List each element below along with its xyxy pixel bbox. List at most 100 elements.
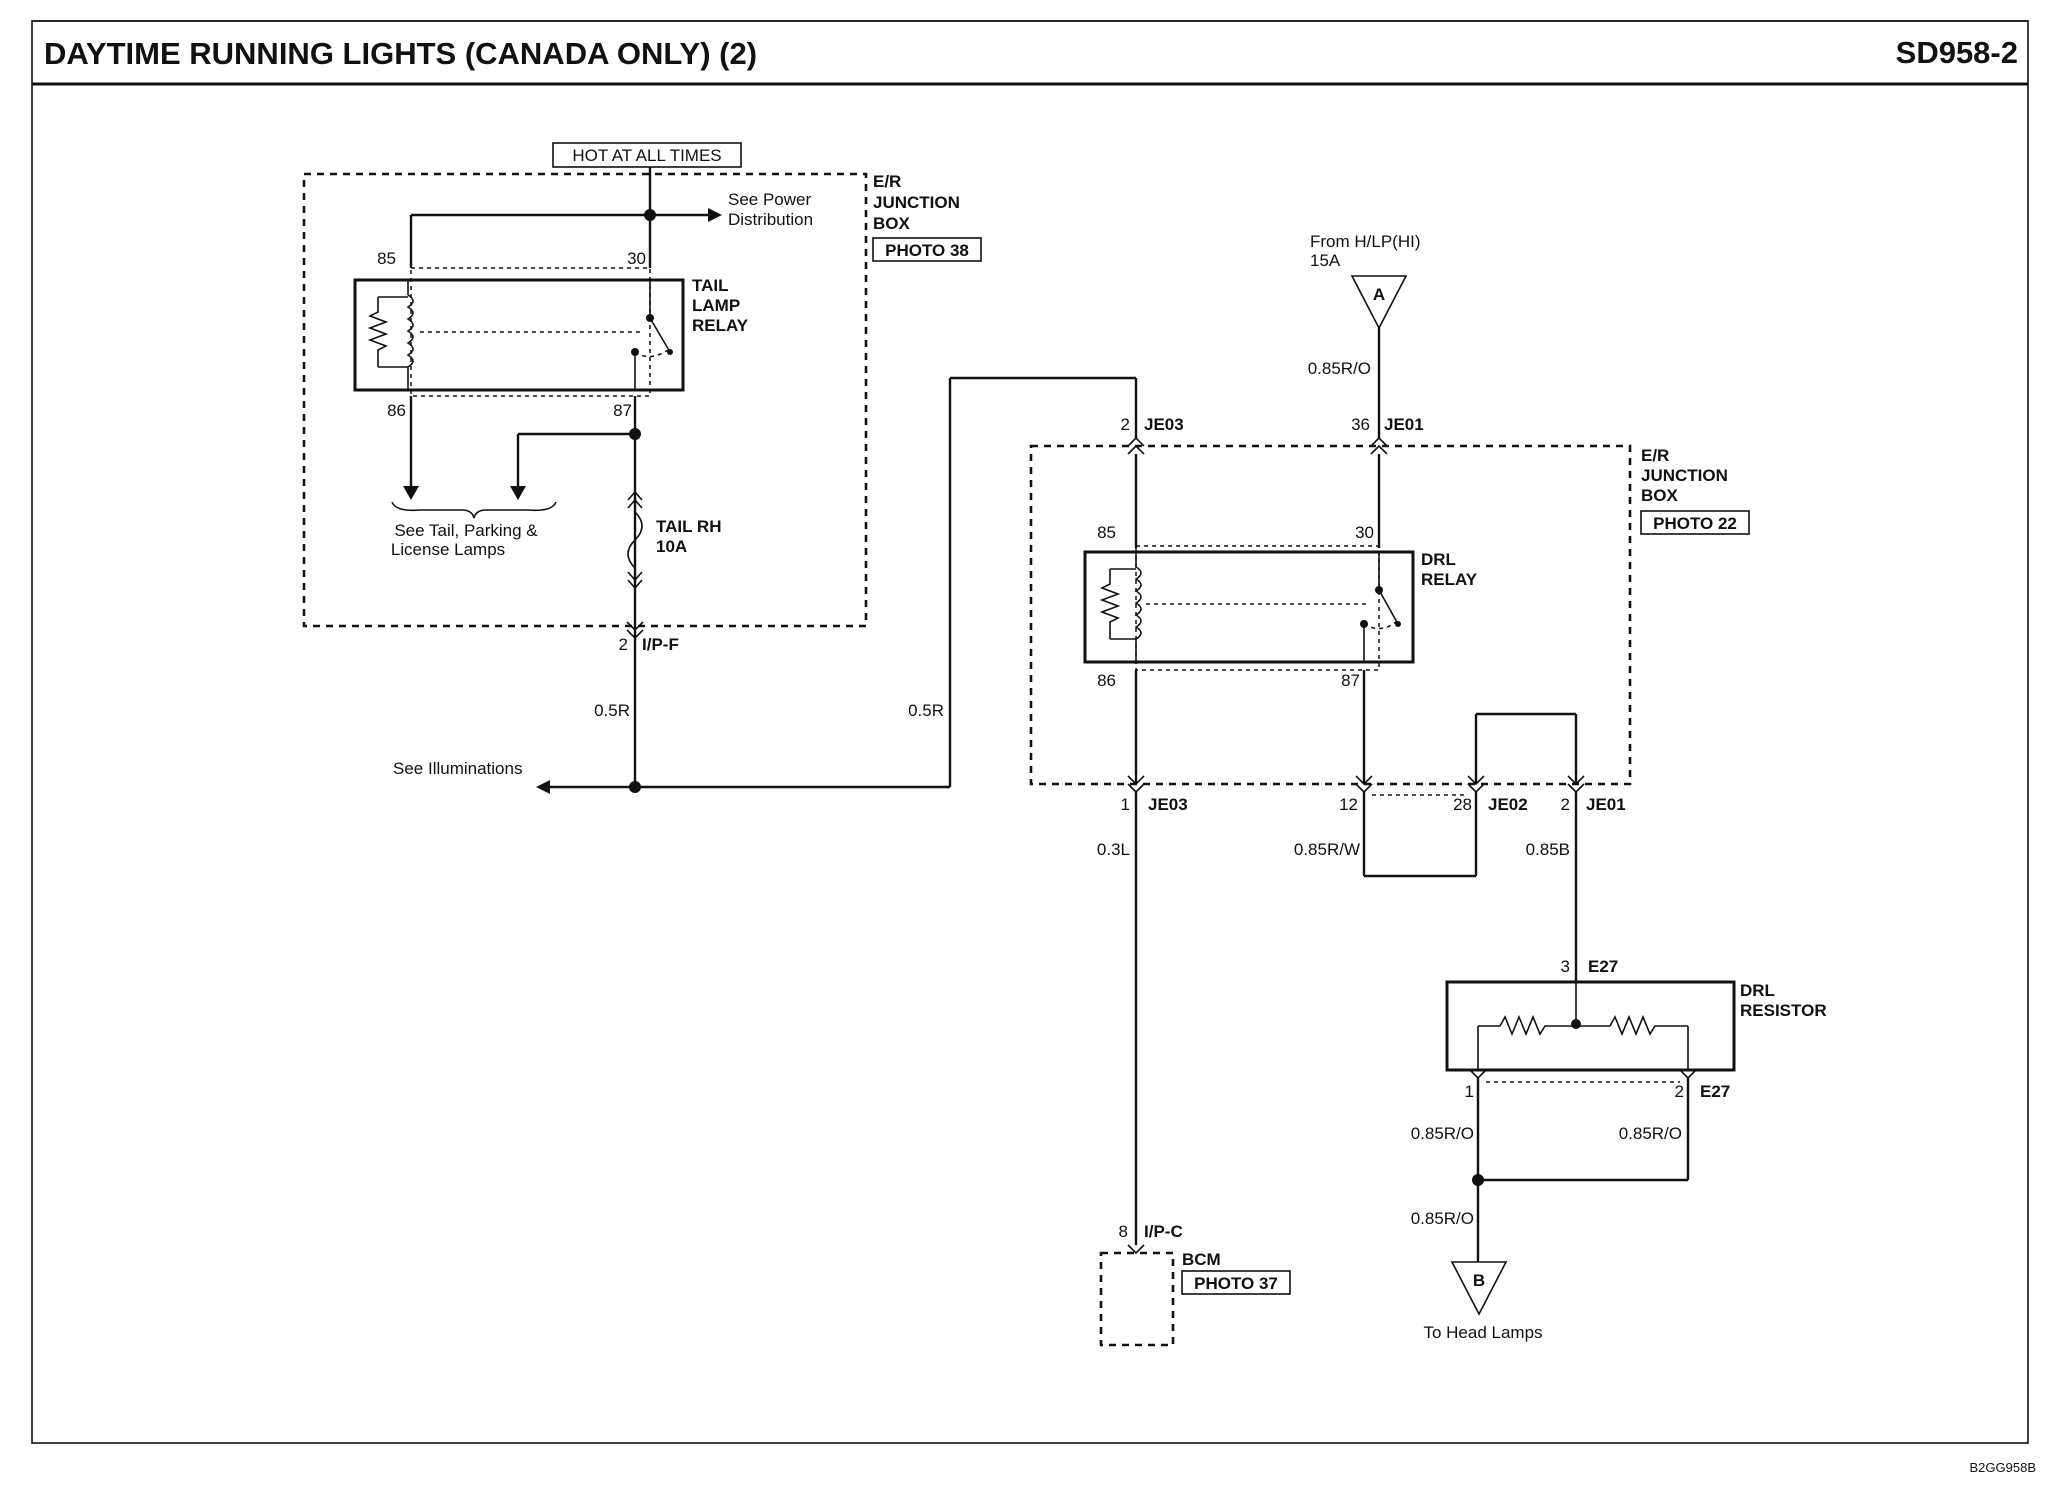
drl-resistor-element-left <box>1478 1014 1576 1037</box>
drl-relay-pin-87: 87 <box>1341 671 1360 690</box>
je03-top-name: JE03 <box>1144 415 1184 434</box>
drl-resistor-element-right <box>1576 1014 1688 1037</box>
resistor-center-node <box>1571 1019 1581 1029</box>
tail-relay-resistor <box>367 297 389 367</box>
drl-relay-label-l1: DRL <box>1421 550 1456 569</box>
source-a-tag: A <box>1373 285 1385 304</box>
junction-box-label-l3: BOX <box>873 214 911 233</box>
drl-relay-inner-dash <box>1135 545 1380 671</box>
e27-top-pin: 3 <box>1561 957 1570 976</box>
tail-lamp-relay <box>353 278 685 392</box>
wire-out-right-label: 0.85R/O <box>1619 1124 1682 1143</box>
drl-resistor-label-l2: RESISTOR <box>1740 1001 1827 1020</box>
fuse-label-l1: TAIL RH <box>656 517 721 536</box>
junction-box-r-l1: E/R <box>1641 446 1669 465</box>
bcm-label: BCM <box>1182 1250 1221 1269</box>
je02-pin-a: 12 <box>1339 795 1358 814</box>
ipf-connector-name: I/P-F <box>642 635 679 654</box>
fuse-label-l2: 10A <box>656 537 687 556</box>
photo-38-label: PHOTO 38 <box>885 241 969 260</box>
dest-b-triangle <box>1450 1261 1508 1316</box>
er-junction-box-right <box>1029 444 1632 786</box>
tail-relay-label-l1: TAIL <box>692 276 729 295</box>
lamps-ref-line2: License Lamps <box>391 540 505 559</box>
je01-top-pin: 36 <box>1351 415 1370 434</box>
photo-22-box <box>1640 510 1750 535</box>
drl-relay-switch <box>1378 589 1399 625</box>
wire-resistor-label: 0.85B <box>1526 840 1570 859</box>
je01-top-name: JE01 <box>1384 415 1424 434</box>
je03-top-pin: 2 <box>1121 415 1130 434</box>
wire-bcm-label: 0.3L <box>1097 840 1130 859</box>
je02-name: JE02 <box>1488 795 1528 814</box>
wire-0.5r-left: 0.5R <box>594 701 630 720</box>
ipf-pin: 2 <box>619 635 628 654</box>
tail-relay-switch <box>649 317 671 353</box>
drl-switch-arc <box>1363 621 1397 630</box>
drl-relay-coil <box>1134 566 1142 640</box>
figure-code: B2GG958B <box>1970 1460 2037 1475</box>
wire-out-bottom-label: 0.85R/O <box>1411 1209 1474 1228</box>
bcm-box <box>1099 1251 1175 1347</box>
bcm-pin: 8 <box>1119 1222 1128 1241</box>
e27-top-name: E27 <box>1588 957 1618 976</box>
tail-relay-pin-86: 86 <box>387 401 406 420</box>
page-header: DAYTIME RUNNING LIGHTS (CANADA ONLY) (2)… <box>32 20 2028 86</box>
dest-b-tag: B <box>1473 1271 1485 1290</box>
wire-loop-label: 0.85R/W <box>1294 840 1360 859</box>
junction-box-r-l3: BOX <box>1641 486 1679 505</box>
wire-source-label: 0.85R/O <box>1308 359 1371 378</box>
je03-bottom-name: JE03 <box>1148 795 1188 814</box>
source-label-l1: From H/LP(HI) <box>1310 232 1421 251</box>
tail-relay-pin-85: 85 <box>377 249 396 268</box>
lamps-ref-line1: See Tail, Parking & <box>394 521 538 540</box>
drl-relay-pin-86: 86 <box>1097 671 1116 690</box>
je03-bottom-pin: 1 <box>1121 795 1130 814</box>
photo-38-box <box>872 237 982 262</box>
je01-bottom-name: JE01 <box>1586 795 1626 814</box>
tail-relay-label-l2: LAMP <box>692 296 740 315</box>
tail-relay-label-l3: RELAY <box>692 316 749 335</box>
source-label-l2: 15A <box>1310 251 1341 270</box>
diagram-border <box>31 20 2029 1444</box>
switch-tip <box>667 349 673 355</box>
junction-box-label-l1: E/R <box>873 172 901 191</box>
lamps-brace <box>391 501 557 519</box>
pin86-arrow <box>403 486 419 500</box>
tail-lamp-circuit: HOT AT ALL TIMES E/R JUNCTION BOX PHOTO … <box>302 142 1138 794</box>
ipc-connector <box>1127 1244 1145 1255</box>
drl-relay <box>1083 550 1415 664</box>
drl-relay-resistor <box>1099 569 1121 639</box>
page-code: SD958-2 <box>1896 35 2018 70</box>
photo-37-label: PHOTO 37 <box>1194 1274 1278 1293</box>
power-ref-line2: Distribution <box>728 210 813 229</box>
drl-switch-tip <box>1395 621 1401 627</box>
hot-at-all-times-box <box>552 142 742 168</box>
bcm-connector: I/P-C <box>1144 1222 1183 1241</box>
illumination-arrow <box>536 780 550 794</box>
er-junction-box-left <box>302 172 868 628</box>
je01-bottom-pin: 2 <box>1561 795 1570 814</box>
hot-at-all-times-label: HOT AT ALL TIMES <box>572 146 721 165</box>
e27-bottom-pin-a: 1 <box>1465 1082 1474 1101</box>
drl-resistor <box>1445 980 1736 1072</box>
source-a-triangle <box>1350 275 1408 330</box>
tail-relay-pin-30: 30 <box>627 249 646 268</box>
junction-box-r-l2: JUNCTION <box>1641 466 1728 485</box>
wire-0.5r-right: 0.5R <box>908 701 944 720</box>
switch-arc <box>634 349 669 358</box>
lamps-arrow <box>510 486 526 500</box>
dest-label: To Head Lamps <box>1423 1323 1542 1342</box>
fuse-top-chevron <box>627 490 643 509</box>
junction-box-label-l2: JUNCTION <box>873 193 960 212</box>
diagram-title: DAYTIME RUNNING LIGHTS (CANADA ONLY) (2) <box>44 36 757 71</box>
je01-top-connector <box>1370 436 1388 455</box>
tail-relay-pin-87: 87 <box>613 401 632 420</box>
tail-rh-fuse <box>627 511 643 569</box>
tail-relay-coil <box>406 294 414 368</box>
drl-relay-pin-30: 30 <box>1355 523 1374 542</box>
drl-relay-label-l2: RELAY <box>1421 570 1478 589</box>
e27-bottom-pin-b: 2 <box>1675 1082 1684 1101</box>
drl-resistor-label-l1: DRL <box>1740 981 1775 1000</box>
